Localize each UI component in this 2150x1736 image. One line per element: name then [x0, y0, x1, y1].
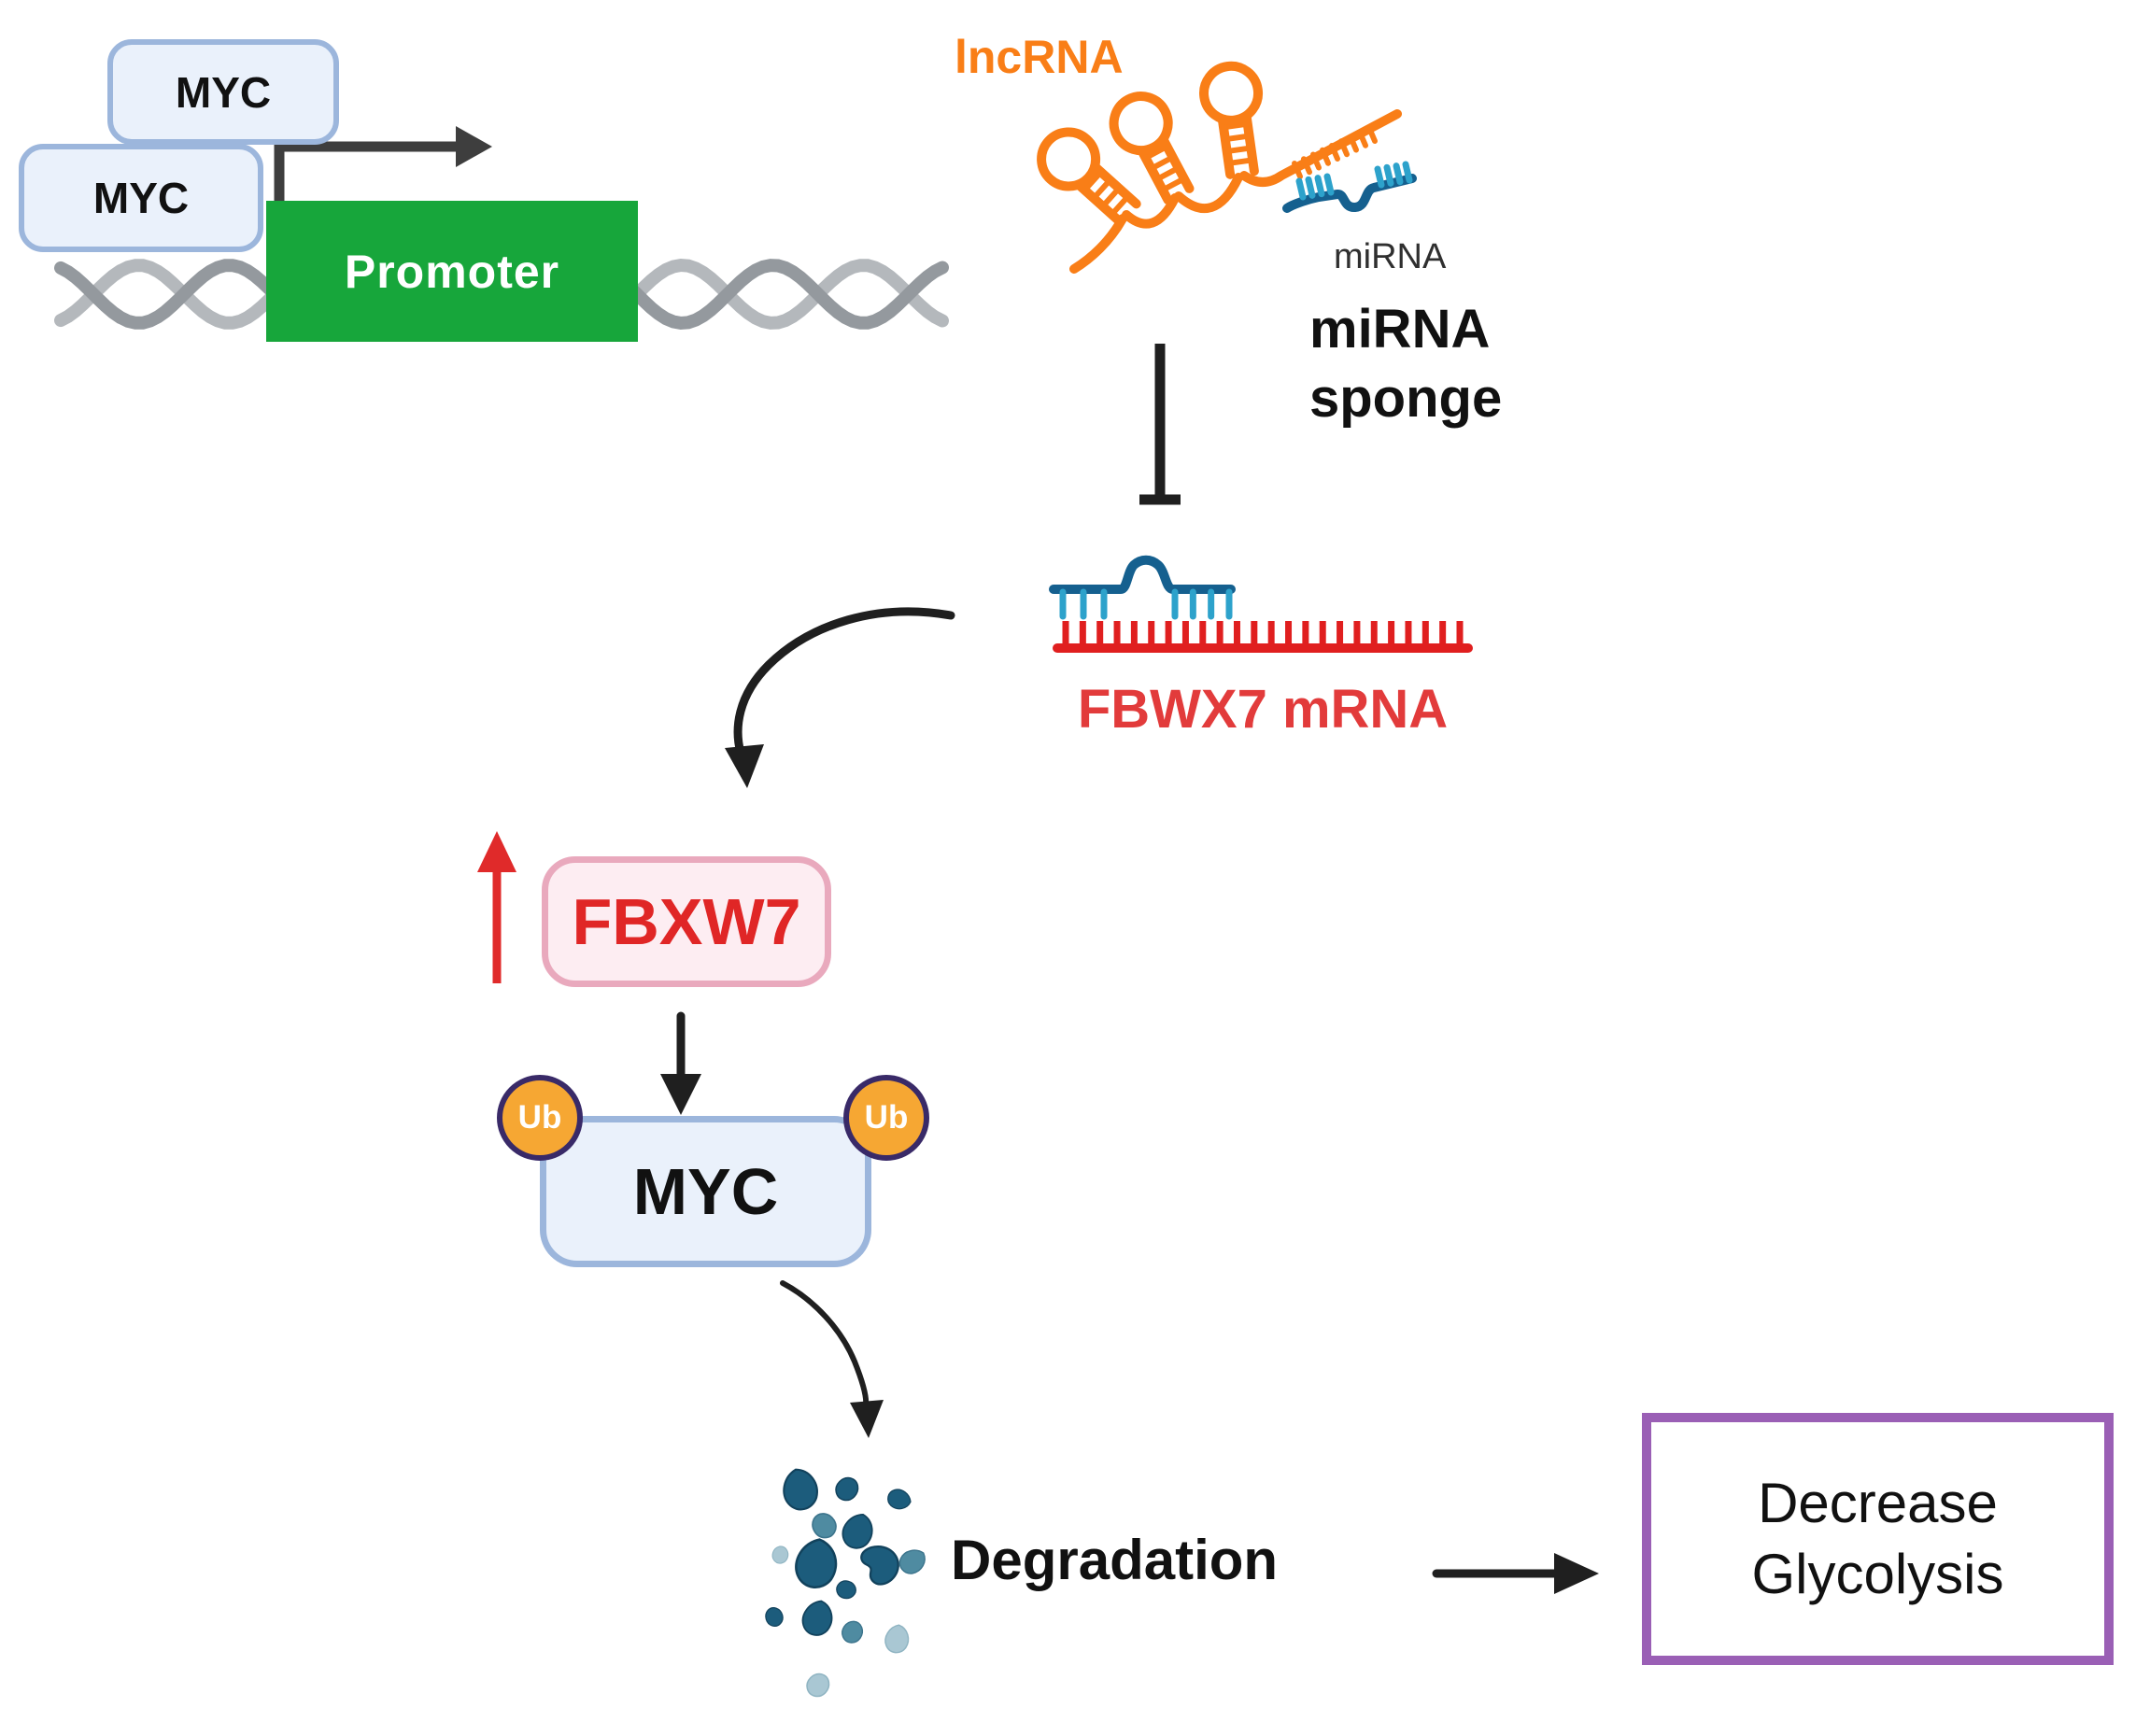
- mirna-label: miRNA: [1334, 237, 1447, 276]
- lncrna-label: lncRNA: [955, 31, 1124, 83]
- ub-right-badge: Ub: [843, 1075, 929, 1161]
- outcome-label: Decrease Glycolysis: [1751, 1472, 2004, 1605]
- myc-degraded-label: MYC: [632, 1155, 779, 1228]
- lncrna-structure-icon: [1030, 63, 1402, 274]
- fbwx7-mrna-icon: [1049, 555, 1473, 653]
- myc-node-bottom-label: MYC: [92, 174, 190, 222]
- mirna-sponge-label: miRNA sponge: [1309, 299, 1503, 429]
- outcome-box: Decrease Glycolysis: [1642, 1413, 2114, 1665]
- ubiquitination-arrow-icon: [660, 1011, 701, 1115]
- fbxw7-box: FBXW7: [542, 856, 831, 987]
- myc-node-top: MYC: [107, 39, 339, 145]
- degradation-fragments-icon: [765, 1468, 926, 1698]
- ub-left-label: Ub: [517, 1099, 562, 1136]
- fbxw7-label: FBXW7: [572, 885, 801, 958]
- transcription-start-arrow-icon: [274, 126, 492, 202]
- upregulation-arrow-icon: [477, 831, 516, 983]
- ub-right-label: Ub: [864, 1099, 909, 1136]
- curved-arrow-to-fbxw7-icon: [725, 607, 955, 788]
- fbwx7-mrna-label: FBWX7 mRNA: [1077, 679, 1449, 740]
- degradation-arrow-icon: [780, 1280, 884, 1438]
- degradation-label: Degradation: [951, 1529, 1279, 1591]
- myc-node-bottom: MYC: [19, 144, 263, 252]
- myc-degraded-box: MYC: [540, 1116, 871, 1267]
- myc-node-top-label: MYC: [175, 67, 272, 117]
- promoter-box: Promoter: [266, 201, 638, 342]
- mirna-structure-icon: [1282, 161, 1417, 213]
- promoter-label: Promoter: [344, 245, 560, 298]
- inhibition-tbar-icon: [1139, 344, 1181, 505]
- outcome-arrow-icon: [1432, 1553, 1599, 1594]
- ub-left-badge: Ub: [497, 1075, 583, 1161]
